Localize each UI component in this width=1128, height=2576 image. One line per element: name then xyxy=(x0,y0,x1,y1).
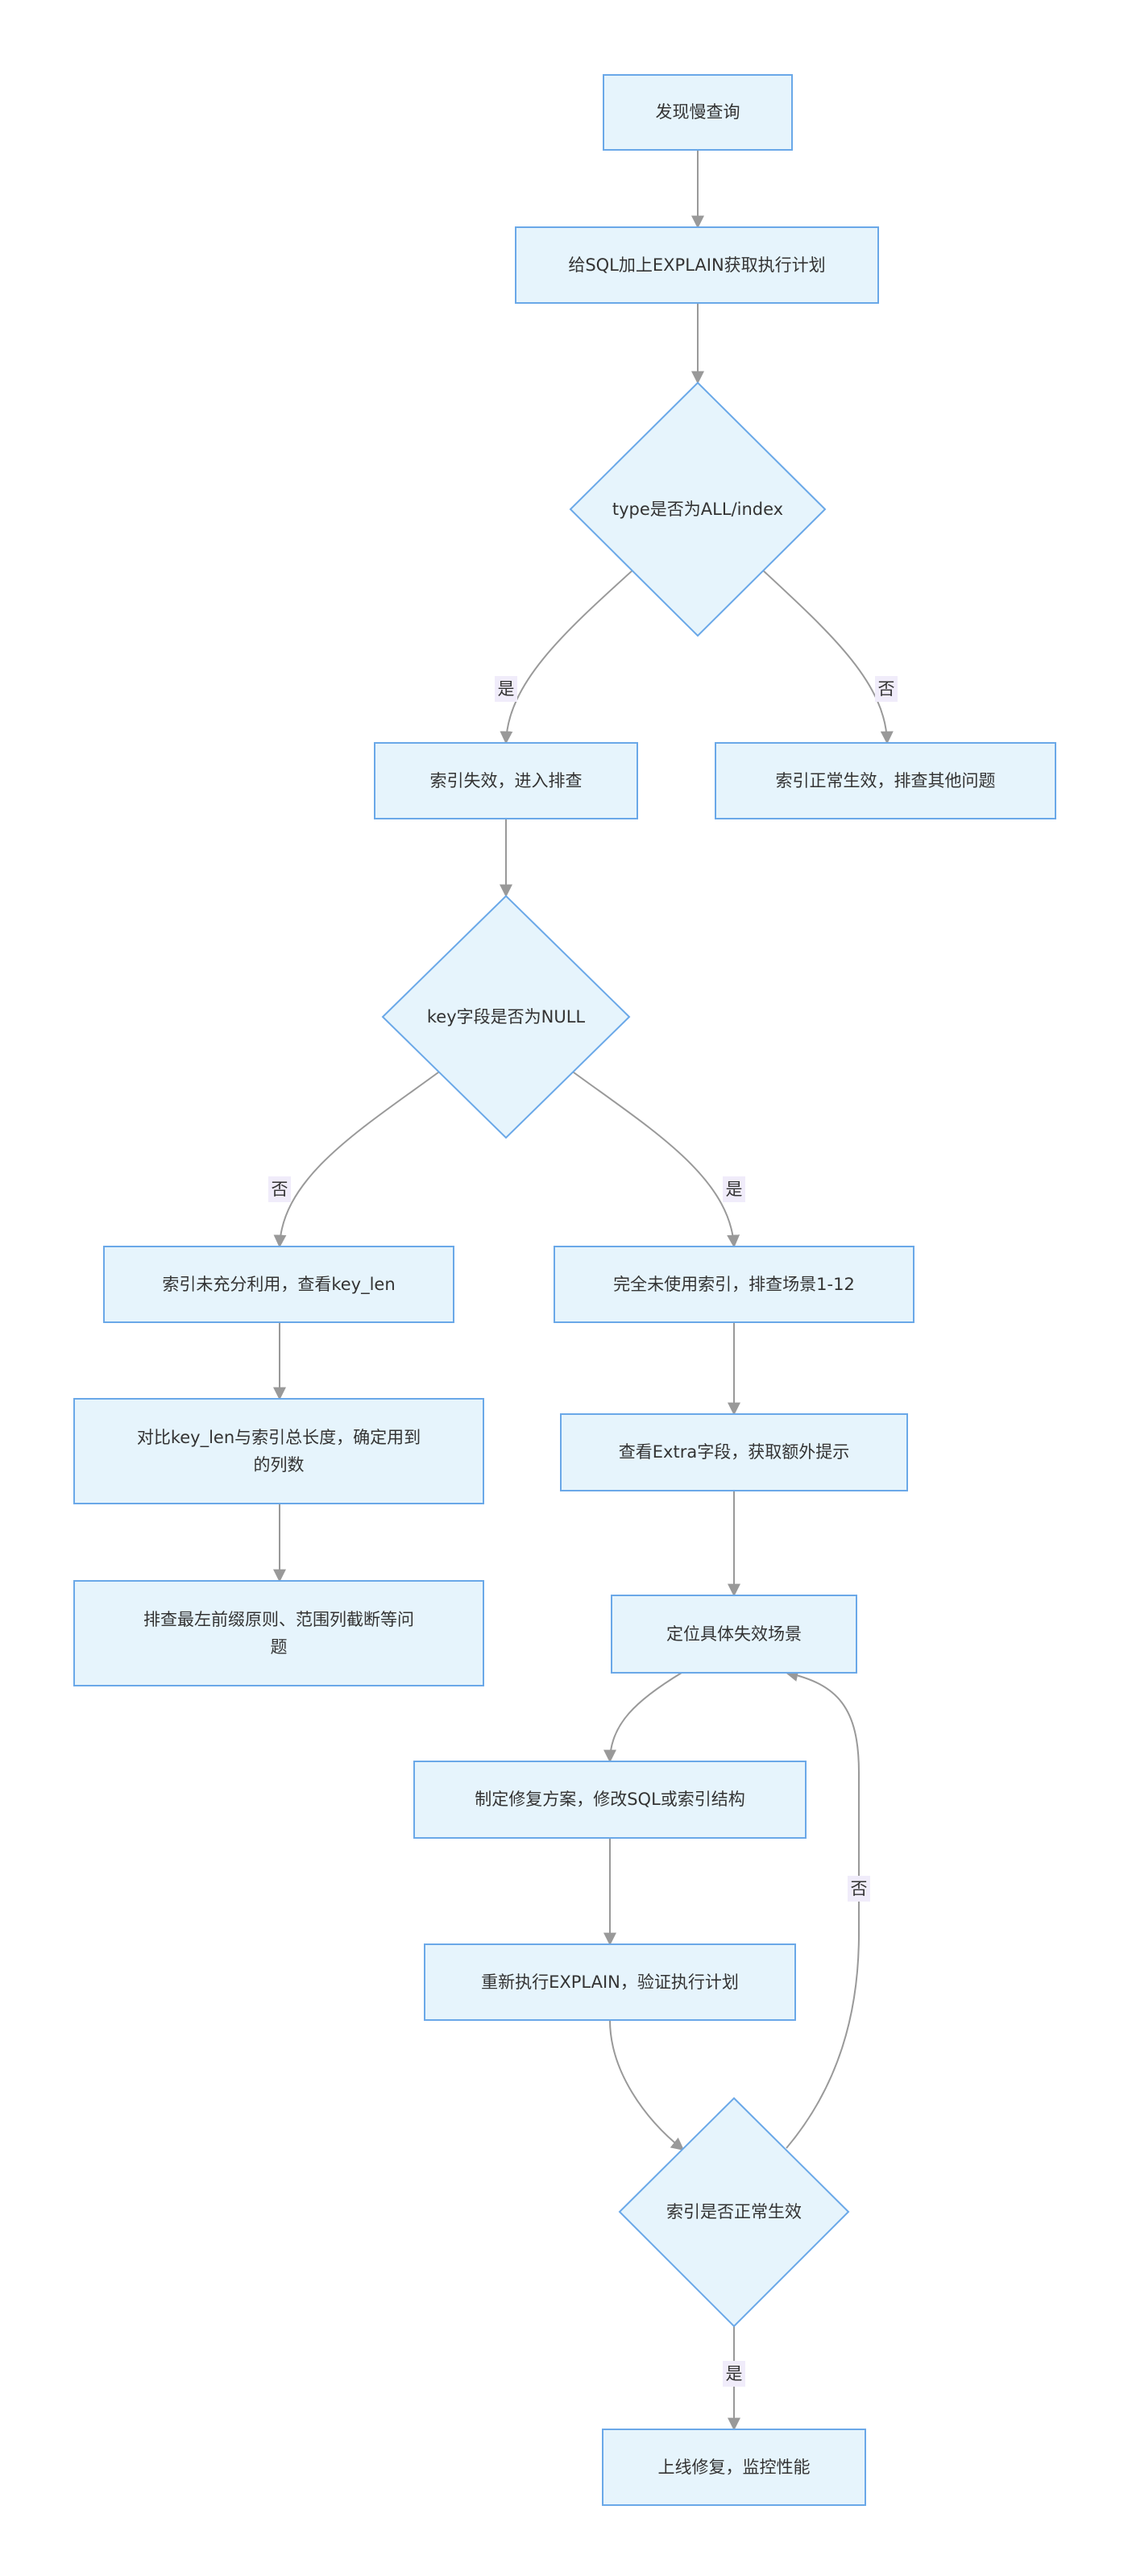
edge-label-d3-yes: 是 xyxy=(726,2364,743,2383)
edge-d1-n3 xyxy=(500,569,634,745)
label-deploy-monitor: 上线修复，监控性能 xyxy=(658,2458,811,2477)
label-compare-key-len-line-2: 的列数 xyxy=(254,1455,305,1475)
label-check-extra: 查看Extra字段，获取额外提示 xyxy=(619,1442,849,1462)
label-rerun-explain: 重新执行EXPLAIN，验证执行计划 xyxy=(481,1972,739,1992)
decision-type-all-index xyxy=(569,381,827,637)
node-index-invalid xyxy=(374,742,638,819)
label-discover-slow-query: 发现慢查询 xyxy=(656,102,740,122)
edge-label-bg-d1-no xyxy=(875,676,898,702)
label-add-explain: 给SQL加上EXPLAIN获取执行计划 xyxy=(568,255,825,275)
edge-label-d1-no: 否 xyxy=(878,679,895,699)
edge-label-bg-d2-yes xyxy=(723,1176,745,1202)
node-index-underused xyxy=(103,1246,454,1323)
label-compare-key-len-line-1: 对比key_len与索引总长度，确定用到 xyxy=(137,1428,421,1448)
node-check-extra xyxy=(560,1413,908,1491)
node-locate-scenario xyxy=(611,1595,857,1674)
node-check-leftmost-prefix xyxy=(73,1580,484,1686)
edge-n10-n11 xyxy=(603,1672,682,1763)
node-compare-key-len xyxy=(73,1398,484,1504)
label-type-all-index: type是否为ALL/index xyxy=(612,500,783,519)
edge-label-d1-yes: 是 xyxy=(498,679,515,699)
label-index-effective: 索引是否正常生效 xyxy=(666,2202,802,2221)
node-index-valid xyxy=(715,742,1056,819)
label-key-null: key字段是否为NULL xyxy=(427,1007,586,1027)
edge-n12-d3 xyxy=(609,2019,685,2151)
label-make-fix-plan: 制定修复方案，修改SQL或索引结构 xyxy=(475,1790,745,1809)
node-discover-slow-query xyxy=(603,74,793,151)
edge-label-bg-d1-yes xyxy=(495,676,517,702)
node-index-unused xyxy=(554,1246,914,1323)
node-deploy-monitor xyxy=(602,2429,866,2506)
edge-d2-n6 xyxy=(570,1069,740,1248)
node-make-fix-plan xyxy=(413,1761,807,1839)
edge-d1-n4 xyxy=(761,569,894,745)
label-index-invalid: 索引失效，进入排查 xyxy=(430,771,583,790)
edge-label-bg-d3-no xyxy=(848,1876,870,1902)
edge-label-d2-yes: 是 xyxy=(726,1180,743,1199)
label-leftmost-prefix-line-2: 题 xyxy=(271,1637,288,1657)
node-add-explain xyxy=(515,226,879,304)
edge-d2-n5 xyxy=(273,1069,442,1248)
label-index-underused: 索引未充分利用，查看key_len xyxy=(162,1275,395,1295)
decision-key-null xyxy=(381,894,631,1139)
label-locate-scenario: 定位具体失效场景 xyxy=(666,1624,802,1644)
label-leftmost-prefix-line-1: 排查最左前缀原则、范围列截断等问 xyxy=(143,1610,414,1629)
node-rerun-explain xyxy=(424,1943,796,2021)
label-index-unused: 完全未使用索引，排查场景1-12 xyxy=(613,1275,855,1294)
edge-label-bg-d2-no xyxy=(268,1176,291,1202)
edge-d3-n10 xyxy=(785,1669,860,2149)
label-index-valid: 索引正常生效，排查其他问题 xyxy=(776,771,996,790)
decision-index-effective xyxy=(618,2097,850,2328)
edge-label-d2-no: 否 xyxy=(272,1180,288,1199)
edge-label-d3-no: 否 xyxy=(851,1879,868,1898)
edge-label-bg-d3-yes xyxy=(723,2361,745,2387)
